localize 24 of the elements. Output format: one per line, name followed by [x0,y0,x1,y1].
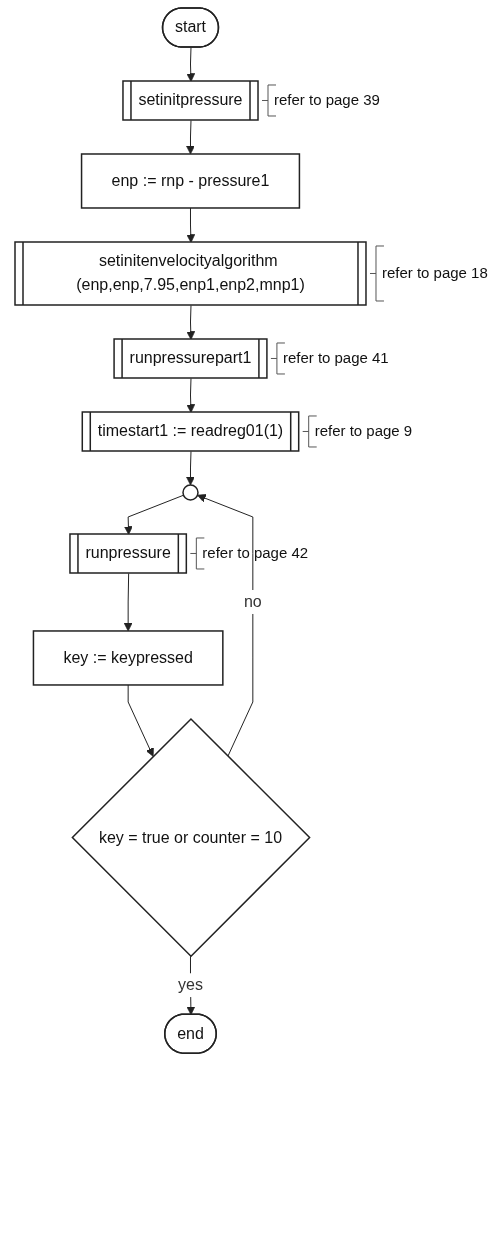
subroutine-box: timestart1 := readreg01(1) [81,411,300,452]
subroutine-box: setinitpressure [122,80,259,121]
decision-diamond: key = true or counter = 10 [71,717,311,958]
edge-label: no [244,592,262,610]
reference-note: refer to page 18 [382,264,488,282]
reference-note: refer to page 41 [283,349,389,367]
terminal-shape: start [161,7,220,48]
arrow [186,451,195,486]
subroutine-box: runpressure [69,533,188,574]
process-box: enp := rnp - pressure1 [80,153,301,209]
reference-note: refer to page 42 [202,544,309,562]
arrow [186,120,195,155]
arrow [123,572,133,632]
connector-circle [182,484,199,501]
reference-note: refer to page 9 [314,422,413,440]
arrow [186,47,196,82]
terminal-shape: end [164,1013,218,1054]
edge-label: yes [178,976,204,994]
subroutine-box: runpressurepart1 [113,338,268,379]
subroutine-box: setinitenvelocityalgorithm (enp,enp,7.95,enp1,enp2,mnp1) [14,241,367,306]
arrow [197,494,254,757]
process-box: key := keypressed [32,630,224,686]
reference-note: refer to page 39 [274,91,380,109]
arrow [127,684,154,757]
